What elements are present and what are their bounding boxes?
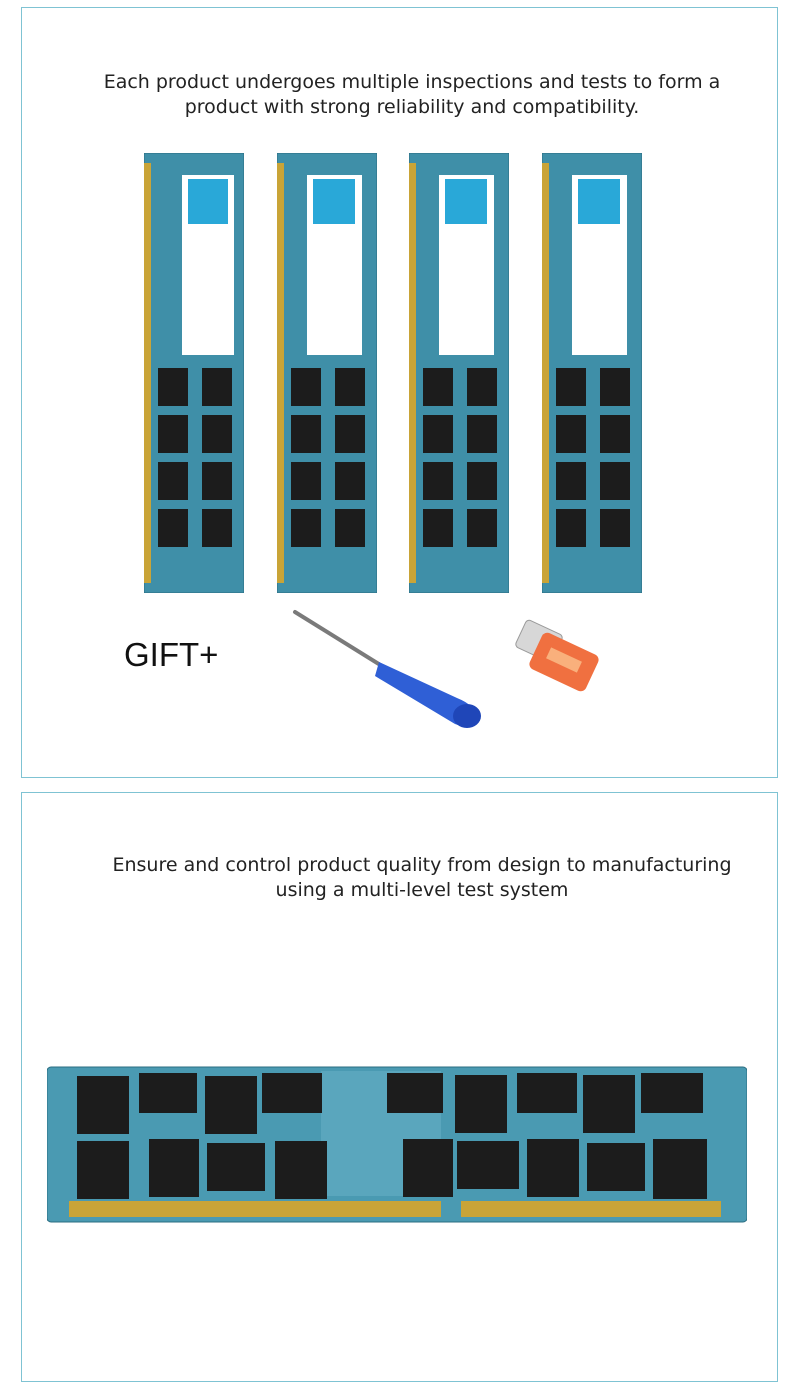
ram-module-image [144, 153, 244, 593]
caption-line-1: Ensure and control product quality from … [112, 854, 732, 876]
ram-module-image [542, 153, 642, 593]
product-panel-quality: Ensure and control product quality from … [21, 792, 778, 1382]
product-panel-inspections: Each product undergoes multiple inspecti… [21, 7, 778, 778]
ram-module-closeup-image [47, 1066, 747, 1223]
caption-inspections: Each product undergoes multiple inspecti… [62, 70, 762, 120]
caption-line-2: using a multi-level test system [275, 879, 569, 901]
caption-line-1: Each product undergoes multiple inspecti… [103, 71, 721, 93]
ram-module-row [144, 153, 644, 598]
screwdriver-icon [293, 610, 481, 728]
caption-quality: Ensure and control product quality from … [82, 853, 762, 903]
ram-module-image [277, 153, 377, 593]
ram-module-image [409, 153, 509, 593]
gift-label: GIFT+ [124, 636, 219, 673]
card-reader-icon [515, 619, 599, 692]
caption-line-2: product with strong reliability and comp… [184, 96, 640, 118]
